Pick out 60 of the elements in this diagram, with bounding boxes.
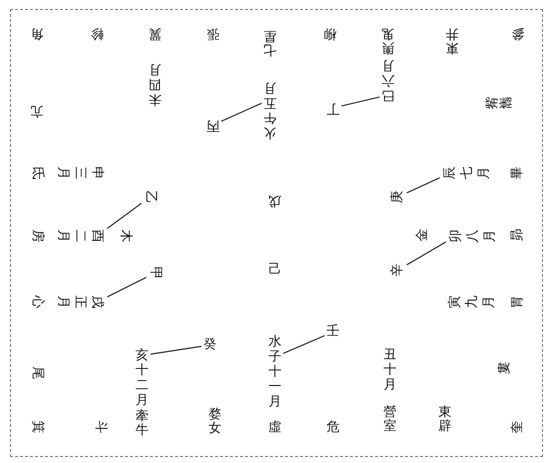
mansion-name: 昴: [511, 228, 525, 242]
mansion-name: 柳: [324, 26, 336, 40]
phase-character: 木: [118, 230, 132, 242]
branch-month-label: 丑十月: [384, 348, 396, 392]
mansion-name: 尾: [30, 366, 44, 380]
mansion-name: 觜巂: [486, 96, 514, 110]
mansion-name: 軫: [90, 26, 104, 40]
mansion-name: 張: [206, 26, 220, 40]
stem-character: 癸: [204, 338, 216, 352]
branch-month-label: 巳六月: [382, 58, 394, 102]
mansion-name: 營室: [384, 406, 396, 434]
mansion-name: 畢: [511, 166, 525, 180]
branch-month-label: 戌正月: [54, 296, 106, 308]
phase-character: 金: [416, 228, 430, 242]
mansion-name: 危: [326, 421, 340, 435]
mansion-name: 參: [512, 26, 524, 40]
mansion-name: 婺女: [208, 408, 222, 436]
mansion-name: 七星: [264, 28, 276, 56]
mansion-name: 箕: [30, 420, 44, 434]
mansion-name: 婁: [498, 362, 512, 374]
mansion-name: 亢: [30, 103, 44, 117]
mansion-name: 東辟: [438, 406, 452, 434]
mansion-name: 奎: [511, 420, 525, 434]
connector-line: [150, 346, 202, 355]
mansion-name: 角: [30, 26, 44, 40]
branch-month-label: 酉二月: [54, 230, 106, 242]
mansion-name: 牽牛: [136, 410, 148, 438]
branch-month-label: 卯八月: [448, 230, 498, 242]
stem-character: 丙: [206, 118, 220, 132]
stem-character: 戊: [268, 193, 282, 207]
mansion-name: 翼: [148, 26, 162, 40]
stem-character: 甲: [148, 266, 162, 280]
connector-line: [406, 242, 446, 266]
connector-line: [341, 96, 380, 107]
connector-line: [221, 102, 262, 122]
branch-month-label: 未四月: [148, 62, 162, 106]
mansion-name: 心: [30, 296, 44, 308]
mansion-name: 氐: [30, 166, 44, 180]
mansion-name: 輿鬼: [382, 26, 394, 54]
mansion-name: 房: [30, 230, 44, 242]
branch-month-label: 寅九月: [446, 296, 498, 308]
stem-character: 庚: [391, 190, 405, 204]
mansion-name: 斗: [93, 420, 107, 434]
connector-line: [107, 276, 146, 298]
mansion-name: 東井: [446, 26, 458, 54]
mansion-name: 虛: [268, 421, 282, 435]
stem-character: 乙: [143, 190, 157, 204]
stem-character: 己: [268, 263, 282, 277]
connector-line: [283, 335, 325, 354]
branch-month-label: 辰七月: [442, 166, 492, 180]
branch-month-label: 申三月: [54, 166, 106, 180]
connector-line: [106, 202, 142, 230]
branch-month-label: 火午五月: [264, 80, 276, 140]
connector-line: [406, 177, 440, 194]
stem-character: 丁: [326, 101, 340, 115]
stem-character: 壬: [326, 325, 340, 339]
branch-month-label: 水子十一月: [268, 334, 282, 410]
branch-month-label: 亥十二月: [136, 348, 148, 408]
mansion-name: 胃: [511, 296, 525, 308]
stem-character: 辛: [391, 264, 405, 276]
